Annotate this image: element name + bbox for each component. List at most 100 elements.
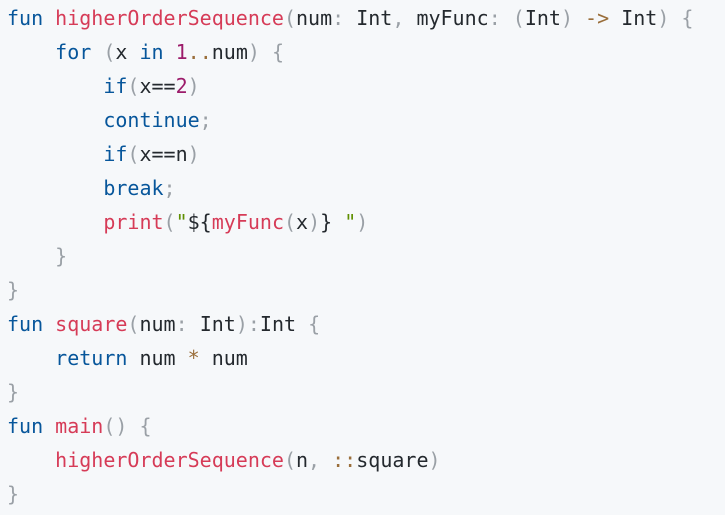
code-token-plain: num xyxy=(127,346,188,370)
code-token-plain xyxy=(609,6,621,30)
code-line: } xyxy=(7,273,725,307)
code-line: fun higherOrderSequence(num: Int, myFunc… xyxy=(7,1,725,35)
indent xyxy=(7,448,55,472)
code-token-punct: { xyxy=(296,312,321,336)
code-token-punct: ( xyxy=(127,142,140,166)
code-line: fun main() { xyxy=(7,409,725,443)
code-token-punct: ( xyxy=(512,6,525,30)
code-token-string: " xyxy=(175,210,188,234)
code-token-plain: ${ xyxy=(187,210,212,234)
code-token-plain: x xyxy=(115,40,140,64)
code-line: return num * num xyxy=(7,341,725,375)
code-token-func: myFunc xyxy=(211,210,284,234)
code-token-punct: ) xyxy=(187,142,200,166)
code-token-kw: return xyxy=(55,346,128,370)
code-line: fun square(num: Int):Int { xyxy=(7,307,725,341)
code-token-plain xyxy=(91,40,103,64)
code-line: if(x==n) xyxy=(7,137,725,171)
code-token-punct: ): xyxy=(235,312,260,336)
code-token-punct: ( xyxy=(283,210,297,234)
code-line: print("${myFunc(x)} ") xyxy=(7,205,725,239)
code-token-kw: for xyxy=(55,40,92,64)
code-token-plain xyxy=(43,312,55,336)
code-token-plain: Int xyxy=(259,312,297,336)
code-token-string: " xyxy=(332,210,357,234)
code-token-op: .. xyxy=(187,40,212,64)
code-line: for (x in 1..num) { xyxy=(7,35,725,69)
code-token-punct: ( xyxy=(127,74,140,98)
code-token-number: 1 xyxy=(175,40,188,64)
code-token-kw: if xyxy=(103,142,128,166)
code-token-punct: } xyxy=(55,244,68,268)
code-line: higherOrderSequence(n, ::square) xyxy=(7,443,725,477)
code-token-punct: ) xyxy=(308,210,321,234)
code-token-plain xyxy=(164,40,176,64)
code-token-plain: Int xyxy=(524,6,561,30)
code-token-plain: num xyxy=(211,40,248,64)
code-token-plain: num xyxy=(199,346,248,370)
code-token-plain: num xyxy=(139,312,176,336)
code-token-kw: fun xyxy=(7,6,44,30)
code-token-plain: num xyxy=(296,6,333,30)
code-token-punct: ) xyxy=(356,210,369,234)
indent xyxy=(7,210,103,234)
code-token-plain: Int xyxy=(199,312,236,336)
code-token-op: -> xyxy=(585,6,610,30)
indent xyxy=(7,40,55,64)
indent xyxy=(7,108,103,132)
code-line: if(x==2) xyxy=(7,69,725,103)
code-token-punct: } xyxy=(7,380,20,404)
indent xyxy=(7,142,103,166)
indent xyxy=(7,176,103,200)
code-line: } xyxy=(7,477,725,511)
code-token-plain: myFunc xyxy=(416,6,489,30)
code-token-kw: fun xyxy=(7,414,44,438)
code-token-kw: fun xyxy=(7,312,44,336)
code-token-punct: , xyxy=(308,448,333,472)
code-token-plain: } xyxy=(320,210,333,234)
code-token-plain: x xyxy=(296,210,309,234)
code-token-plain: Int xyxy=(621,6,658,30)
code-token-plain: == xyxy=(151,74,176,98)
code-token-punct: ; xyxy=(163,176,176,200)
code-token-punct: ( xyxy=(283,6,296,30)
code-line: } xyxy=(7,239,725,273)
code-token-punct: : xyxy=(175,312,200,336)
code-token-punct: } xyxy=(7,278,20,302)
code-token-plain: n xyxy=(296,448,309,472)
indent xyxy=(7,244,55,268)
code-token-kw: continue xyxy=(103,108,200,132)
code-token-func: higherOrderSequence xyxy=(55,6,284,30)
code-token-plain: square xyxy=(356,448,429,472)
code-token-op: * xyxy=(187,346,200,370)
code-token-op: :: xyxy=(332,448,357,472)
code-token-plain: x xyxy=(139,142,152,166)
indent xyxy=(7,74,103,98)
code-token-punct: ) { xyxy=(657,6,694,30)
code-token-punct: } xyxy=(7,482,20,506)
code-token-punct: ( xyxy=(127,312,140,336)
code-token-punct: () { xyxy=(103,414,152,438)
code-token-kw: if xyxy=(103,74,128,98)
code-token-func: higherOrderSequence xyxy=(55,448,284,472)
code-token-punct: ( xyxy=(163,210,176,234)
indent xyxy=(7,346,55,370)
code-token-plain: == xyxy=(151,142,176,166)
code-token-punct: ) xyxy=(560,6,586,30)
code-line: break; xyxy=(7,171,725,205)
code-token-punct: ) xyxy=(428,448,441,472)
code-token-punct: ( xyxy=(283,448,296,472)
code-token-func: main xyxy=(55,414,104,438)
code-token-punct: , xyxy=(392,6,417,30)
code-token-number: 2 xyxy=(175,74,188,98)
code-token-plain xyxy=(43,414,55,438)
code-line: } xyxy=(7,375,725,409)
code-token-func: square xyxy=(55,312,128,336)
code-token-func: print xyxy=(103,210,164,234)
code-token-kw: in xyxy=(139,40,164,64)
code-token-punct: : xyxy=(488,6,513,30)
code-token-plain: x xyxy=(139,74,152,98)
code-token-punct: ) { xyxy=(247,40,285,64)
code-token-plain xyxy=(43,6,55,30)
